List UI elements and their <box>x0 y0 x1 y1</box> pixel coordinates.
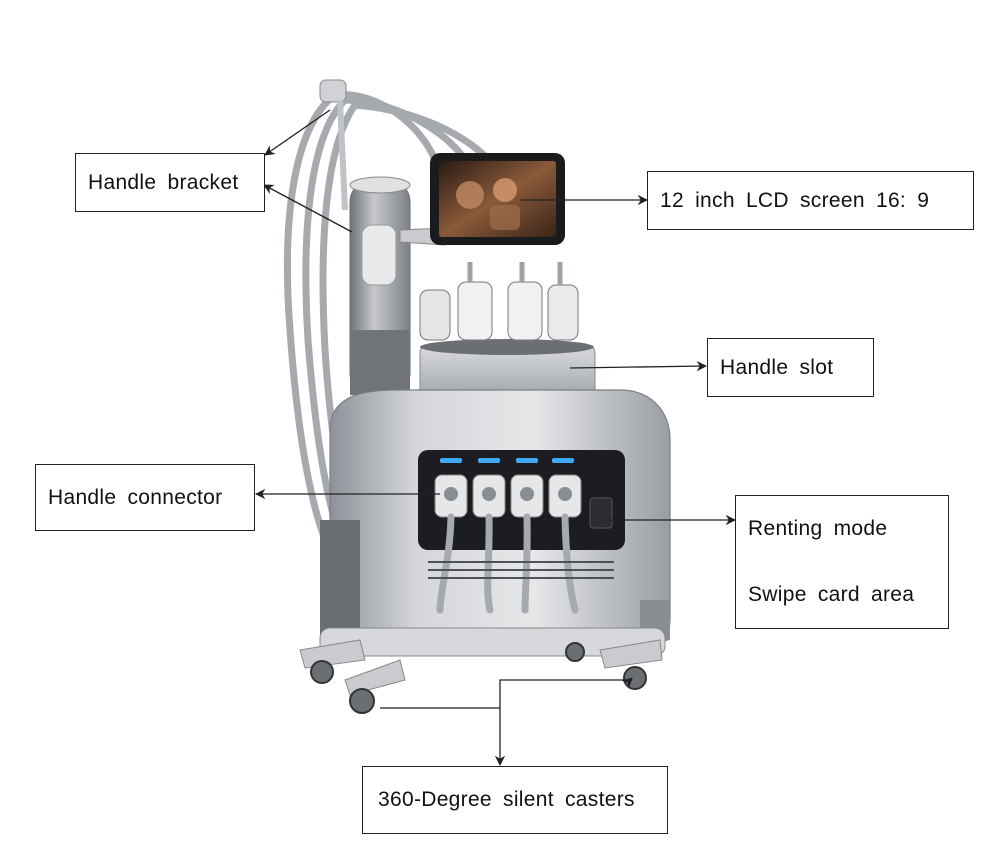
label-renting-mode-text: Renting mode <box>748 517 888 540</box>
handles <box>419 262 579 341</box>
side-holder-column <box>349 176 411 396</box>
label-handle-bracket: Handle bracket <box>75 153 265 212</box>
label-renting-mode: Renting mode Swipe card area <box>735 495 949 629</box>
label-casters: 360-Degree silent casters <box>362 766 668 834</box>
label-handle-slot: Handle slot <box>707 338 874 397</box>
label-handle-bracket-text: Handle bracket <box>88 170 239 194</box>
callout-arrows <box>254 109 737 767</box>
caster-wheel <box>310 660 334 684</box>
label-lcd-screen-text: 12 inch LCD screen 16: 9 <box>660 188 930 212</box>
vent-grille <box>428 561 614 579</box>
arrow-handle-bracket-top <box>264 109 331 156</box>
caster-wheel <box>349 688 375 714</box>
label-lcd-screen: 12 inch LCD screen 16: 9 <box>647 171 974 230</box>
label-handle-connector-text: Handle connector <box>48 485 223 509</box>
arrow-handle-slot <box>569 360 708 372</box>
connector-cables <box>436 513 579 614</box>
label-casters-text: 360-Degree silent casters <box>378 788 635 811</box>
caster-wheel <box>623 666 647 690</box>
lcd-screen <box>430 153 565 245</box>
label-handle-connector: Handle connector <box>35 464 255 531</box>
cable-hook <box>319 79 348 211</box>
caster-wheel <box>565 642 585 662</box>
connector-panel <box>418 450 625 550</box>
label-handle-slot-text: Handle slot <box>720 355 834 379</box>
label-swipe-card-text: Swipe card area <box>748 583 915 606</box>
base-and-casters <box>299 627 666 714</box>
arrow-handle-bracket-side <box>263 184 353 233</box>
arrow-casters-bracket <box>380 679 630 709</box>
